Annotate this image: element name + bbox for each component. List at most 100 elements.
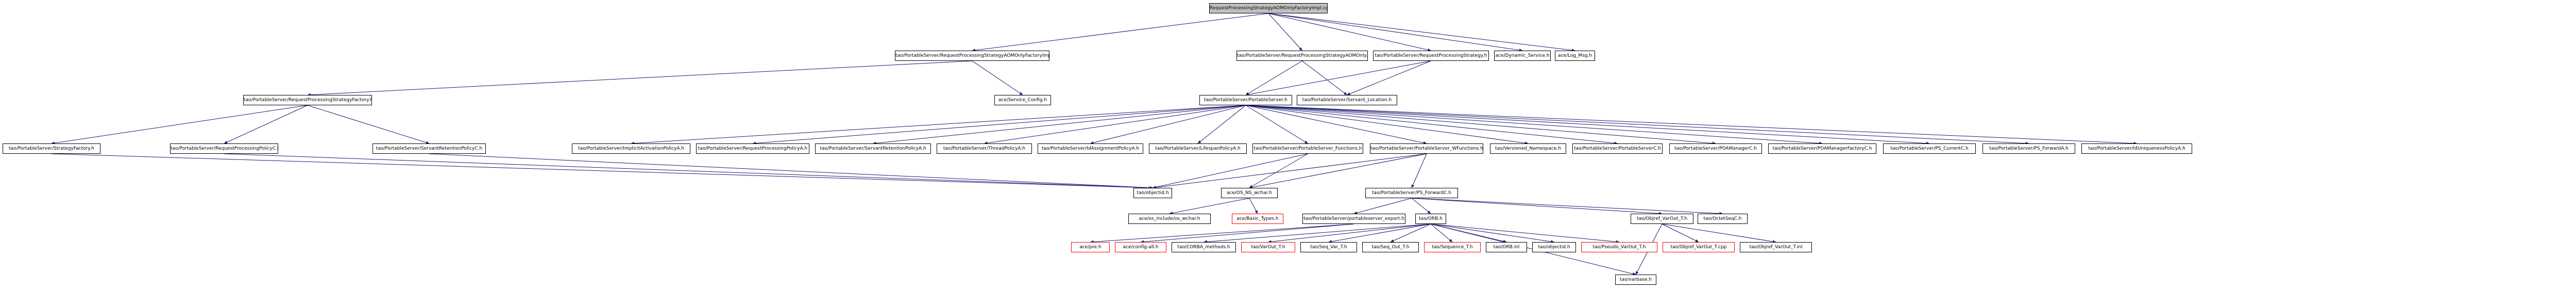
include-edge xyxy=(1268,13,1523,52)
include-node-poamanager-c[interactable]: tao/PortableServer/POAManagerC.h xyxy=(1669,143,1762,154)
include-edge xyxy=(1153,153,1308,189)
include-node-strat-h[interactable]: tao/PortableServer/RequestProcessingStra… xyxy=(1373,51,1489,61)
include-node-os-ns-wchar[interactable]: ace/OS_NS_wchar.h xyxy=(1221,188,1278,198)
include-edge xyxy=(1249,198,1258,214)
include-edge xyxy=(1268,223,1431,244)
include-edge xyxy=(224,105,308,144)
include-node-objref-varout[interactable]: tao/Objref_VarOut_T.h xyxy=(1631,214,1693,224)
include-edge xyxy=(1140,223,1354,244)
include-edge xyxy=(429,153,1153,189)
include-edge xyxy=(224,153,1153,189)
root-file-node[interactable]: RequestProcessingStrategyAOMOnlyFactoryI… xyxy=(1209,3,1328,13)
include-node-orb-h[interactable]: tao/ORB.h xyxy=(1415,214,1446,224)
include-node-ps-wfunctions[interactable]: tao/PortableServer/PortableServer_WFunct… xyxy=(1370,143,1483,154)
include-edge xyxy=(1347,60,1431,95)
include-edge xyxy=(1662,223,1776,244)
include-node-rpp-c[interactable]: tao/PortableServer/RequestProcessingPoli… xyxy=(170,143,278,154)
include-node-pre-h[interactable]: ace/pre.h xyxy=(1071,242,1110,252)
include-edge xyxy=(1245,105,1930,145)
include-edge xyxy=(972,60,1023,95)
include-edge xyxy=(1390,223,1431,243)
include-node-corba-methods[interactable]: tao/CORBA_methods.h xyxy=(1172,242,1236,252)
include-node-thread-a[interactable]: tao/PortableServer/ThreadPolicyA.h xyxy=(937,143,1032,154)
include-node-varout-t[interactable]: tao/VarOut_T.h xyxy=(1241,242,1295,252)
include-node-log-msg[interactable]: ace/Log_Msg.h xyxy=(1555,51,1595,61)
include-node-seq-var[interactable]: tao/Seq_Var_T.h xyxy=(1300,242,1357,252)
include-node-orb-inl[interactable]: tao/ORB.inl xyxy=(1486,242,1527,252)
include-node-sequence-t[interactable]: tao/Sequence_T.h xyxy=(1424,242,1481,252)
include-node-implicit-a[interactable]: tao/PortableServer/ImplicitActivationPol… xyxy=(572,143,690,154)
include-edge xyxy=(1411,198,1663,215)
include-edge xyxy=(1302,60,1347,95)
include-node-ps-forwarda[interactable]: tao/PortableServer/PS_ForwardA.h xyxy=(1982,143,2075,154)
include-node-servant-location[interactable]: tao/PortableServer/Servant_Location.h xyxy=(1297,95,1397,105)
include-edge xyxy=(1245,105,1308,144)
include-edge xyxy=(1090,223,1354,244)
include-edge xyxy=(984,105,1246,145)
include-node-ps-forwardc[interactable]: tao/PortableServer/PS_ForwardC.h xyxy=(1365,188,1458,198)
include-edge xyxy=(1411,153,1427,188)
include-edge xyxy=(1090,105,1246,145)
include-node-ps-functions[interactable]: tao/PortableServer/PortableServer_Functi… xyxy=(1252,143,1363,154)
include-edge xyxy=(1245,105,1716,145)
include-edge xyxy=(51,105,308,145)
include-edge xyxy=(1249,153,1308,188)
include-node-config-all[interactable]: ace/config-all.h xyxy=(1115,242,1166,252)
include-edge xyxy=(1245,60,1431,96)
include-edge xyxy=(1245,60,1302,95)
include-node-objref-varout-inl[interactable]: tao/Objref_VarOut_T.inl xyxy=(1740,242,1812,252)
include-node-lifespan-a[interactable]: tao/PortableServer/LifespanPolicyA.h xyxy=(1149,143,1247,154)
include-node-srp-c[interactable]: tao/PortableServer/ServantRetentionPolic… xyxy=(372,143,486,154)
include-edge xyxy=(1430,223,1620,244)
include-edge xyxy=(1430,223,1554,244)
include-edge xyxy=(631,105,1246,145)
include-node-iduniq-a[interactable]: tao/PortableServer/IdUniquenessPolicyA.h xyxy=(2081,143,2192,154)
include-node-service-config[interactable]: ace/Service_Config.h xyxy=(994,95,1051,105)
include-node-portableserver-h[interactable]: tao/PortableServer/PortableServer.h xyxy=(1199,95,1292,105)
include-node-varbase[interactable]: tao/varbase.h xyxy=(1615,275,1656,285)
include-node-rpp-a[interactable]: tao/PortableServer/RequestProcessingPoli… xyxy=(696,143,809,154)
include-edge xyxy=(1153,153,1427,189)
include-node-strat-aom-h[interactable]: tao/PortableServer/RequestProcessingStra… xyxy=(1236,51,1368,61)
include-edge xyxy=(1268,13,1431,52)
include-edge xyxy=(1268,13,1575,52)
include-node-objectid-h[interactable]: tao/objectid.h xyxy=(1532,242,1576,252)
include-edge xyxy=(972,13,1269,52)
include-edge xyxy=(1268,13,1302,51)
include-edge xyxy=(752,105,1246,145)
include-edge xyxy=(1245,105,2029,145)
include-node-factory-h[interactable]: tao/PortableServer/RequestProcessingStra… xyxy=(243,95,372,105)
include-edge xyxy=(1204,223,1431,244)
include-edge xyxy=(51,153,1153,189)
include-node-pseudo-varout[interactable]: tao/Pseudo_VarOut_T.h xyxy=(1581,242,1657,252)
include-node-ps-export[interactable]: tao/PortableServer/portableserver_export… xyxy=(1302,214,1405,224)
include-edge xyxy=(1245,105,1529,145)
include-edge xyxy=(1411,198,1431,214)
include-node-os-include-wchar[interactable]: ace/os_include/os_wchar.h xyxy=(1128,214,1211,224)
include-node-basic-types[interactable]: ace/Basic_Types.h xyxy=(1232,214,1283,224)
include-edge xyxy=(1328,223,1431,243)
include-node-factimpl-h[interactable]: tao/PortableServer/RequestProcessingStra… xyxy=(895,51,1049,61)
include-node-idassign-a[interactable]: tao/PortableServer/IdAssignmentPolicyA.h xyxy=(1038,143,1143,154)
include-node-poamanagerfactory-c[interactable]: tao/PortableServer/POAManagerFactoryC.h xyxy=(1768,143,1876,154)
include-node-dynamic-service[interactable]: ace/Dynamic_Service.h xyxy=(1494,51,1551,61)
include-edge xyxy=(1245,105,1618,145)
include-edge xyxy=(1249,153,1427,189)
include-node-seq-out[interactable]: tao/Seq_Out_T.h xyxy=(1362,242,1419,252)
include-edge xyxy=(1245,105,1823,145)
include-node-objectid[interactable]: tao/objectid.h xyxy=(1133,188,1172,198)
include-node-objref-varout-cpp[interactable]: tao/Objref_VarOut_T.cpp xyxy=(1663,242,1735,252)
include-node-strategy-factory[interactable]: tao/PortableServer/StrategyFactory.h xyxy=(3,143,100,154)
include-edge xyxy=(307,60,973,97)
include-node-octetseq-c[interactable]: tao/OctetSeqC.h xyxy=(1698,214,1748,224)
include-node-ps-currentc[interactable]: tao/PortableServer/PS_CurrentC.h xyxy=(1883,143,1976,154)
include-node-srp-a[interactable]: tao/PortableServer/ServantRetentionPolic… xyxy=(815,143,931,154)
include-edge xyxy=(1662,223,1699,243)
include-edge xyxy=(1169,198,1250,215)
include-edge xyxy=(1245,105,1427,145)
include-node-ps-c[interactable]: tao/PortableServer/PortableServerC.h xyxy=(1572,143,1663,154)
include-node-versioned-namespace[interactable]: tao/Versioned_Namespace.h xyxy=(1490,143,1566,154)
include-edge xyxy=(1411,198,1723,215)
